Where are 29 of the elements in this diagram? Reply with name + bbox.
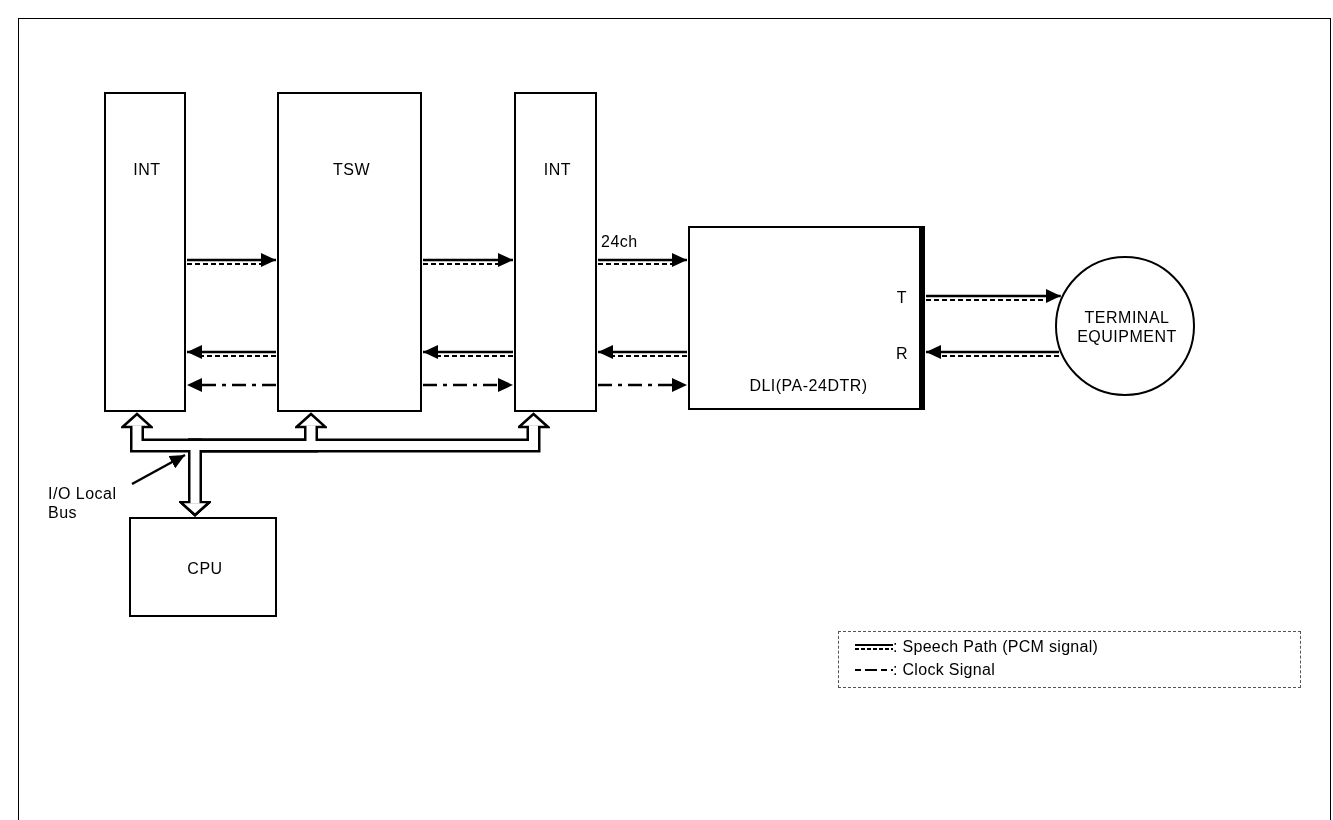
- block-label: CPU: [186, 559, 224, 578]
- speech-arrow: [925, 289, 1061, 303]
- bus-arrow: [121, 412, 211, 517]
- speech-arrow: [926, 345, 1060, 359]
- speech-arrow: [187, 345, 277, 359]
- leader-arrow: [131, 453, 186, 486]
- speech-arrow: [423, 345, 514, 359]
- block-box: [277, 92, 422, 412]
- speech-arrow: [598, 345, 688, 359]
- speech-arrow: [186, 253, 276, 267]
- port-label: R: [895, 344, 909, 363]
- clock-arrow: [187, 378, 276, 392]
- clock-arrow: [598, 378, 687, 392]
- block-label: TERMINAL EQUIPMENT: [1076, 308, 1178, 346]
- speech-arrow: [597, 253, 687, 267]
- clock-arrow: [423, 378, 513, 392]
- port-label: T: [895, 288, 909, 307]
- block-box: [688, 226, 925, 410]
- block-label: INT: [132, 160, 162, 179]
- block-label: DLI(PA-24DTR): [748, 376, 869, 395]
- block-box: [104, 92, 186, 412]
- block-box: [514, 92, 597, 412]
- block-box: [129, 517, 277, 617]
- speech-arrow: [422, 253, 513, 267]
- legend-text: : Clock Signal: [893, 661, 996, 679]
- legend-text: : Speech Path (PCM signal): [893, 638, 1099, 656]
- block-label: INT: [542, 160, 573, 179]
- block-label: TSW: [331, 160, 371, 179]
- bus-label: I/O Local Bus: [48, 484, 118, 522]
